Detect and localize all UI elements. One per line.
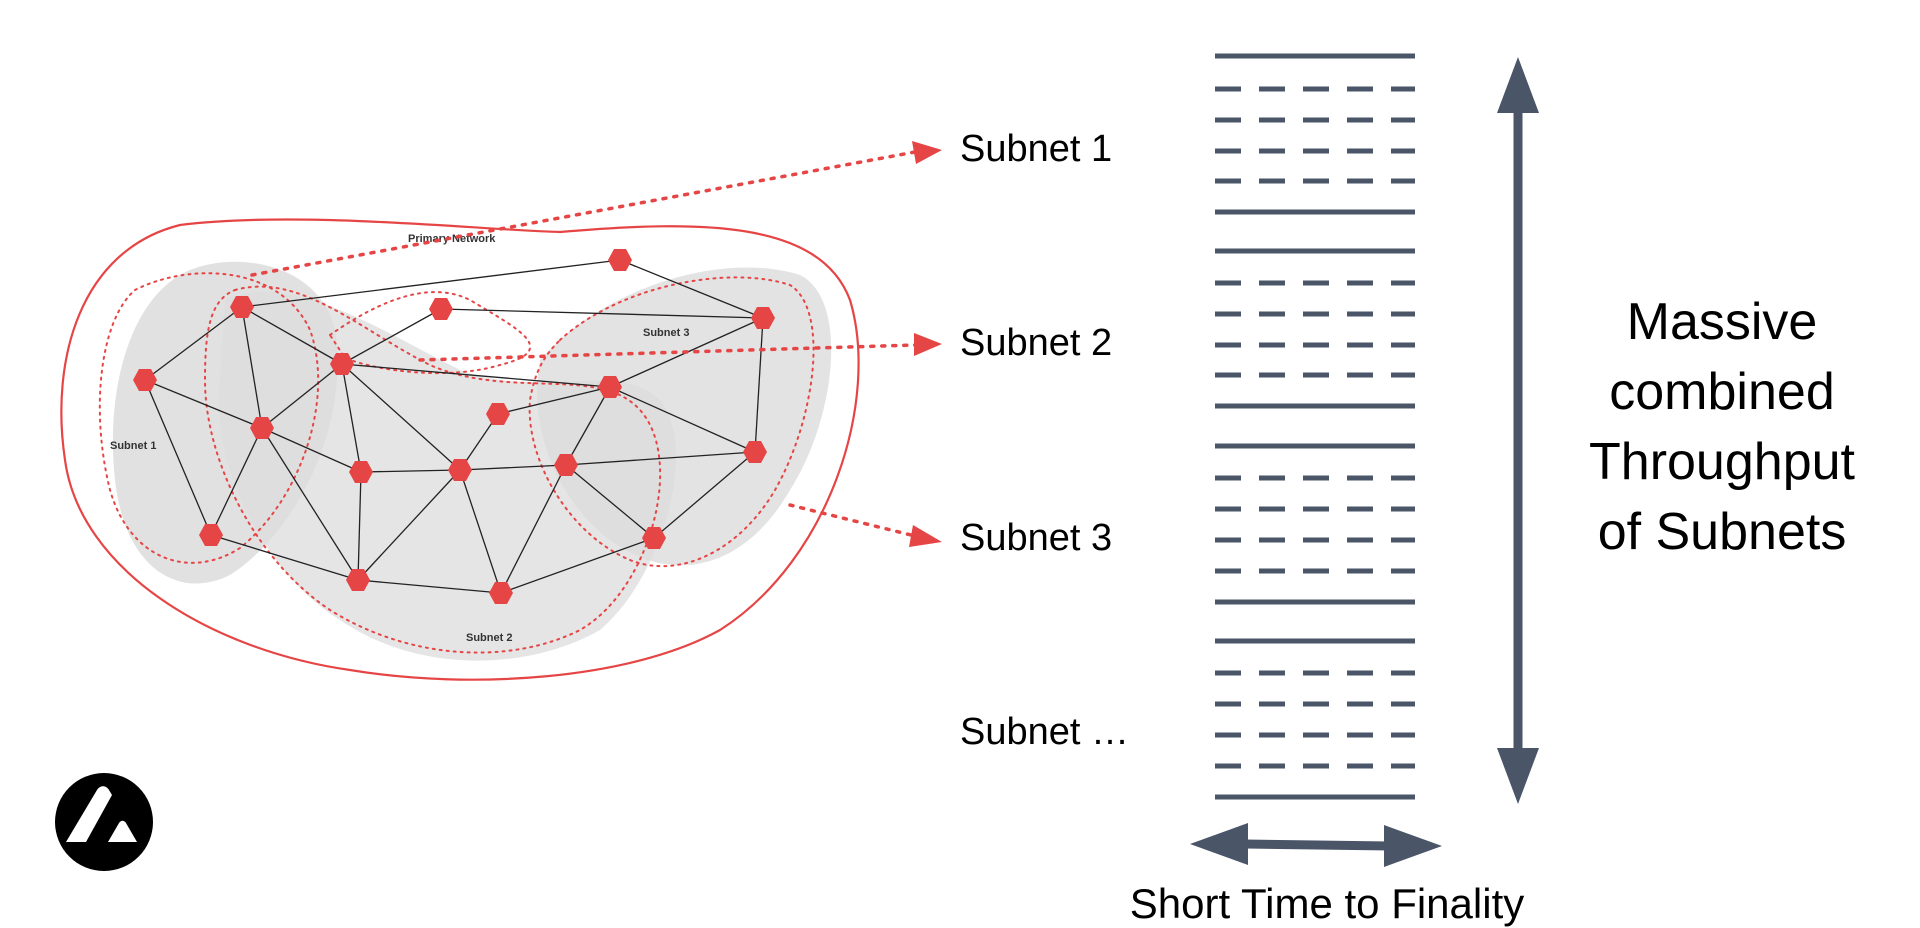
subnet-blocks [1215,53,1415,800]
node [642,527,666,549]
subnet-2-dotted-outline [203,285,662,654]
network-diagram: Primary Network Subnet 1 Subnet 2 Subnet… [60,218,860,681]
block-subnet-1 [1215,53,1415,215]
node [330,353,354,375]
network-nodes [133,249,775,604]
block-subnet-3 [1215,443,1415,605]
subnet-3-dotted-outline [528,276,815,568]
subnet-list-item: Subnet 3 [960,517,1112,559]
throughput-label-line: of Subnets [1598,503,1847,561]
node [346,569,370,591]
node [199,524,223,546]
primary-network-outline [60,218,860,681]
node [133,369,157,391]
node [486,403,510,425]
avalanche-logo-icon [55,773,153,871]
arrowhead-subnet-3 [909,525,942,547]
primary-network-inner-dotted [328,291,531,375]
block-subnet-more [1215,638,1415,800]
subnet-3-area [537,267,832,566]
node [489,582,513,604]
arrow-to-subnet-3 [788,503,917,538]
throughput-label-line: Throughput [1589,433,1856,491]
cluster-label-subnet-2: Subnet 2 [466,632,512,644]
node [349,461,373,483]
throughput-label: Massive combined Throughput of Subnets [1589,293,1856,561]
network-edges [144,259,764,594]
node [608,249,632,271]
node [554,454,578,476]
arrow-to-subnet-1 [250,150,917,277]
throughput-label-line: combined [1609,363,1834,421]
arrowhead-subnet-2 [914,333,942,356]
subnet-list-item: Subnet 1 [960,128,1112,170]
node [230,296,254,318]
block-subnet-2 [1215,248,1415,409]
cluster-label-subnet-1: Subnet 1 [110,440,156,452]
node [250,417,274,439]
subnet-list-item: Subnet … [960,711,1129,753]
arrowhead-subnet-1 [912,141,942,164]
node [448,459,472,481]
primary-network-label: Primary Network [408,233,496,245]
finality-label: Short Time to Finality [1130,880,1524,927]
node [743,441,767,463]
subnet-list-item: Subnet 2 [960,322,1112,364]
vertical-double-arrow [1497,57,1539,804]
node [751,307,775,329]
pointer-arrows [250,141,942,547]
node [429,298,453,320]
throughput-label-line: Massive [1627,293,1818,351]
subnet-list: Subnet 1 Subnet 2 Subnet 3 Subnet … [960,128,1129,753]
node [598,376,622,398]
horizontal-double-arrow [1190,823,1442,867]
cluster-label-subnet-3: Subnet 3 [643,327,689,339]
